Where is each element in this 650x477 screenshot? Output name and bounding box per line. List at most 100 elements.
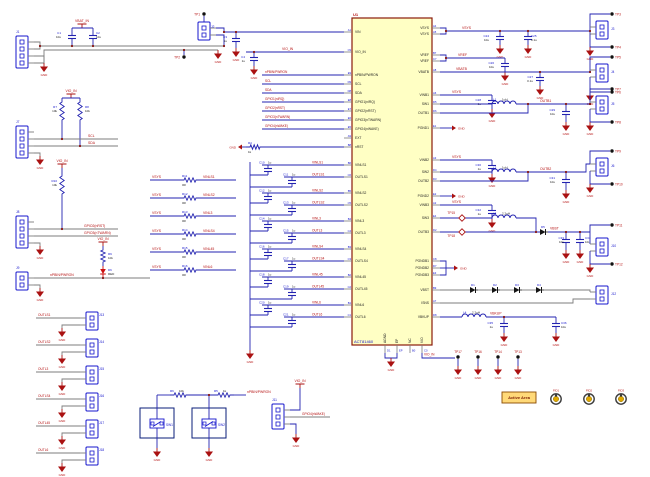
- svg-text:1u: 1u: [268, 161, 272, 165]
- testpoint-TP6[interactable]: TP6: [610, 90, 621, 95]
- fiducial-FID1[interactable]: FID1: [550, 388, 562, 405]
- note-active-area[interactable]: Active Area: [501, 391, 537, 404]
- testpoint-TP16[interactable]: TP16: [474, 350, 482, 359]
- testpoint-TP2[interactable]: TP2: [174, 55, 186, 60]
- testpoint-TP5[interactable]: TP5: [610, 55, 621, 60]
- testpoint-TP4[interactable]: TP4: [610, 45, 621, 50]
- connector-J3[interactable]: J3: [590, 20, 615, 40]
- diode-D2[interactable]: D2: [492, 283, 500, 293]
- connector-J9[interactable]: J9: [15, 266, 34, 291]
- connector-J6[interactable]: J6: [590, 157, 615, 177]
- svg-text:GPIO2(nRST): GPIO2(nRST): [355, 109, 376, 113]
- fiducial-FID3[interactable]: FID3: [615, 388, 627, 405]
- testpoint-TP15[interactable]: TP15: [447, 211, 466, 222]
- testpoint-TP18[interactable]: TP18: [447, 228, 466, 238]
- connector-J11[interactable]: J11: [271, 398, 290, 430]
- testpoint-TP17[interactable]: TP17: [454, 350, 462, 359]
- connector-J8[interactable]: J8: [15, 210, 34, 249]
- connector-J15[interactable]: J15: [80, 365, 104, 385]
- connector-J1[interactable]: J1: [15, 30, 34, 69]
- connector-J17[interactable]: J17: [80, 419, 104, 439]
- net-label: GPIO2(nRST): [84, 224, 105, 228]
- testpoint-TP8[interactable]: TP8: [610, 120, 621, 125]
- svg-text:GPIO4(nWAKE): GPIO4(nWAKE): [355, 127, 379, 131]
- connector-J4[interactable]: J4: [590, 63, 615, 83]
- svg-text:OUTLS2: OUTLS2: [355, 203, 368, 207]
- fiducial-FID2[interactable]: FID2: [583, 388, 595, 405]
- connector-J10[interactable]: J10: [590, 237, 616, 257]
- connector-J18[interactable]: J18: [80, 446, 104, 466]
- testpoint-TP9[interactable]: TP9: [610, 149, 621, 154]
- testpoint-TP10[interactable]: TP10: [610, 182, 623, 187]
- testpoint-TP11[interactable]: TP11: [610, 223, 623, 228]
- svg-text:VIO_IN: VIO_IN: [282, 47, 294, 51]
- diode-D5[interactable]: D5: [540, 225, 548, 235]
- testpoint-TP1[interactable]: TP1: [194, 12, 206, 17]
- testpoint-TP13[interactable]: TP13: [514, 350, 522, 359]
- testpoint-TP7[interactable]: TP7: [610, 87, 621, 92]
- testpoint-TP3[interactable]: TP3: [610, 12, 621, 17]
- connector-J13[interactable]: J13: [80, 311, 104, 331]
- diode-D3[interactable]: D3: [514, 283, 522, 293]
- connector-J2[interactable]: J2: [197, 21, 216, 41]
- connector-J7[interactable]: J7: [15, 120, 34, 159]
- testpoint-TP14[interactable]: TP14: [494, 350, 502, 359]
- diode-D1[interactable]: D1: [470, 283, 478, 293]
- connector-J14[interactable]: J14: [80, 338, 104, 358]
- svg-text:B8: B8: [348, 143, 352, 147]
- connector-J5[interactable]: J5: [590, 95, 615, 115]
- connector-J12[interactable]: J12: [590, 285, 616, 305]
- testpoint-TP12[interactable]: TP12: [610, 262, 623, 267]
- connector-J16[interactable]: J16: [80, 392, 104, 412]
- diode-D4[interactable]: D4: [536, 283, 544, 293]
